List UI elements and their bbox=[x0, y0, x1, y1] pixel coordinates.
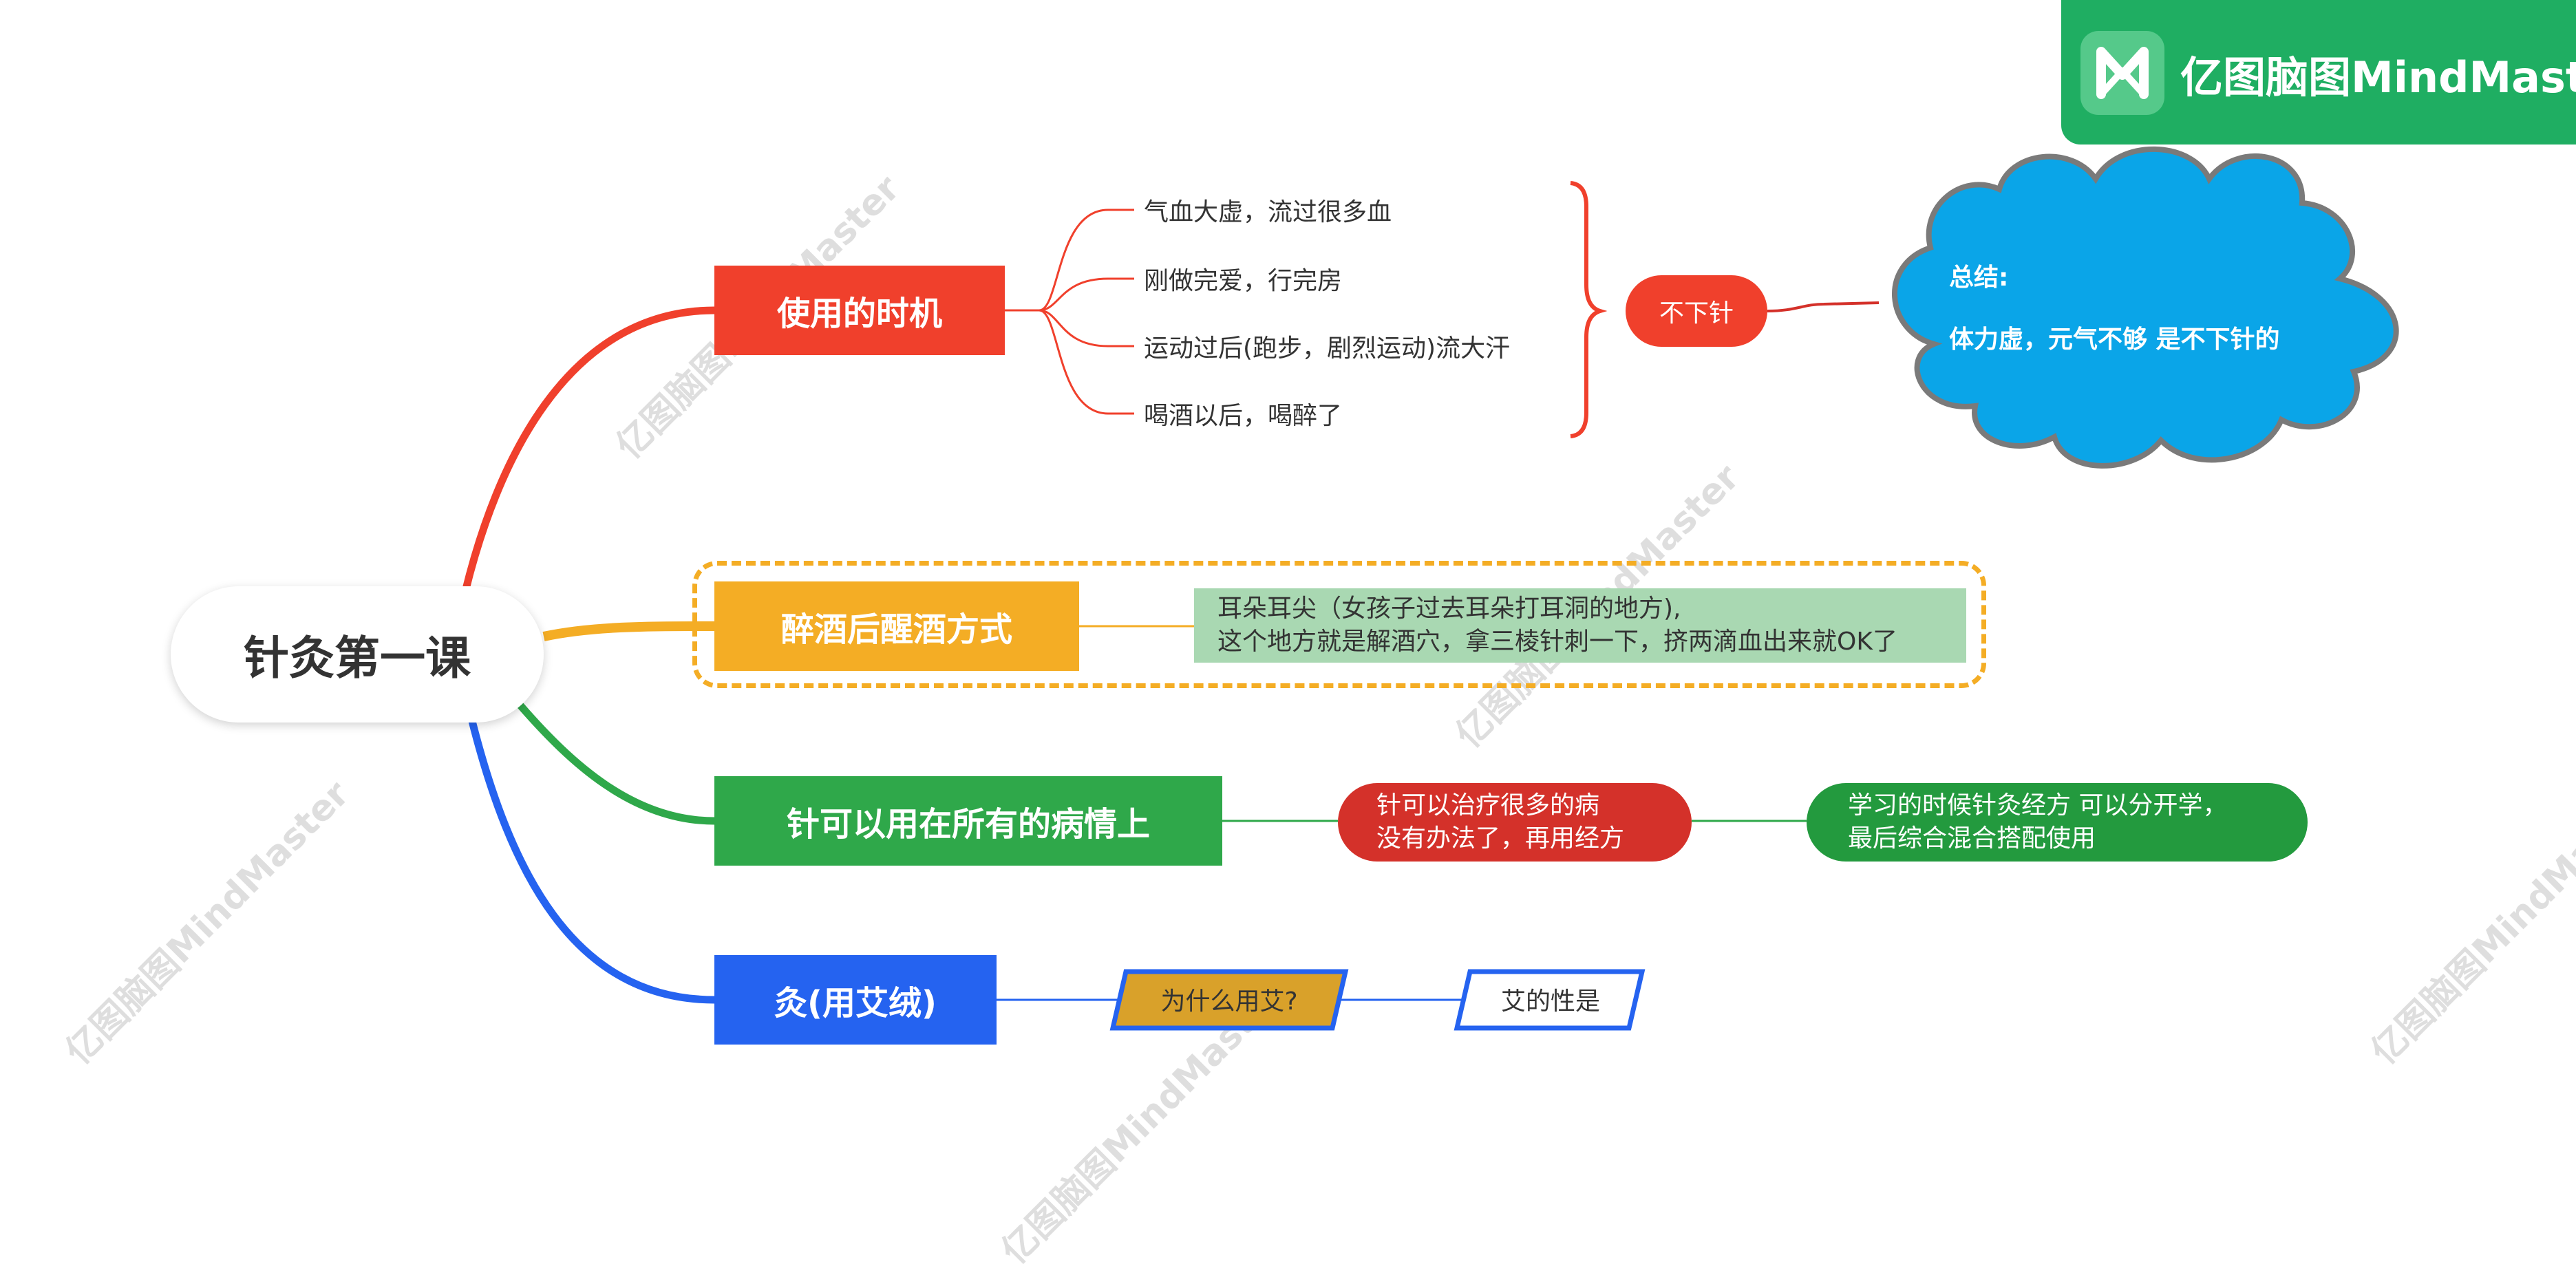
sub-connector bbox=[1039, 309, 1134, 415]
summary-brace bbox=[1570, 181, 1608, 438]
subtopic-item[interactable]: 气血大虚，流过很多血 bbox=[1144, 198, 1392, 226]
brand-name: 亿图脑图MindMaster bbox=[2180, 52, 2576, 103]
root-topic[interactable]: 针灸第一课 bbox=[171, 586, 544, 723]
child-node[interactable]: 为什么用艾? bbox=[1160, 987, 1298, 1016]
note-line: 这个地方就是解酒穴，拿三棱针刺一下，挤两滴血出来就OK了 bbox=[1217, 628, 1897, 656]
callout-title: 总结: bbox=[1949, 264, 2009, 292]
topic-needle-all-illness[interactable]: 针可以用在所有的病情上 bbox=[714, 776, 1222, 866]
sub-connector bbox=[1039, 277, 1134, 312]
branch-connector-3 bbox=[517, 703, 715, 825]
grandchild-line: 最后综合混合搭配使用 bbox=[1848, 824, 2096, 853]
topic-moxibustion[interactable]: 灸(用艾绒) bbox=[714, 955, 997, 1045]
subtopic-item[interactable]: 运动过后(跑步，剧烈运动)流大汗 bbox=[1144, 334, 1511, 363]
callout-connector bbox=[1767, 301, 1880, 312]
sub-connector bbox=[1005, 208, 1134, 312]
topic-hangover[interactable]: 醉酒后醒酒方式 bbox=[714, 581, 1079, 671]
note-node[interactable]: 耳朵耳尖（女孩子过去耳朵打耳洞的地方), 这个地方就是解酒穴，拿三棱针刺一下，挤… bbox=[1194, 588, 1966, 663]
parallelogram-grandchild bbox=[1454, 969, 1646, 1031]
cloud-callout bbox=[1892, 146, 2399, 469]
note-line: 耳朵耳尖（女孩子过去耳朵打耳洞的地方), bbox=[1217, 595, 1681, 623]
branch-connector-2 bbox=[542, 621, 715, 641]
grandchild-node[interactable]: 学习的时候针灸经方 可以分开学， 最后综合混合搭配使用 bbox=[1807, 783, 2308, 862]
connector-layer bbox=[461, 146, 2399, 1031]
mindmaster-logo-icon bbox=[2080, 31, 2164, 115]
boundary-frame bbox=[692, 561, 1986, 688]
grandchild-node[interactable]: 艾的性是 bbox=[1500, 987, 1600, 1016]
summary-node[interactable]: 不下针 bbox=[1626, 275, 1767, 347]
grandchild-line: 学习的时候针灸经方 可以分开学， bbox=[1848, 791, 2228, 820]
subtopic-item[interactable]: 刚做完爱，行完房 bbox=[1144, 267, 1343, 295]
branch-connector-1 bbox=[461, 306, 715, 593]
callout-text: 体力虚，元气不够 是不下针的 bbox=[1949, 325, 2280, 354]
parallelogram-child bbox=[1109, 969, 1349, 1031]
sub-connector bbox=[1039, 309, 1134, 347]
topic-timing[interactable]: 使用的时机 bbox=[714, 266, 1005, 355]
branch-connector-4 bbox=[468, 720, 715, 1004]
child-line: 针可以治疗很多的病 bbox=[1376, 791, 1600, 820]
mindmap-canvas: 亿图脑图MindMaster 亿图脑图MindMaster 亿图脑图MindMa… bbox=[58, 0, 2576, 1272]
subtopic-item[interactable]: 喝酒以后，喝醉了 bbox=[1144, 402, 1343, 430]
child-node[interactable]: 针可以治疗很多的病 没有办法了，再用经方 bbox=[1338, 783, 1692, 862]
child-line: 没有办法了，再用经方 bbox=[1376, 824, 1625, 853]
